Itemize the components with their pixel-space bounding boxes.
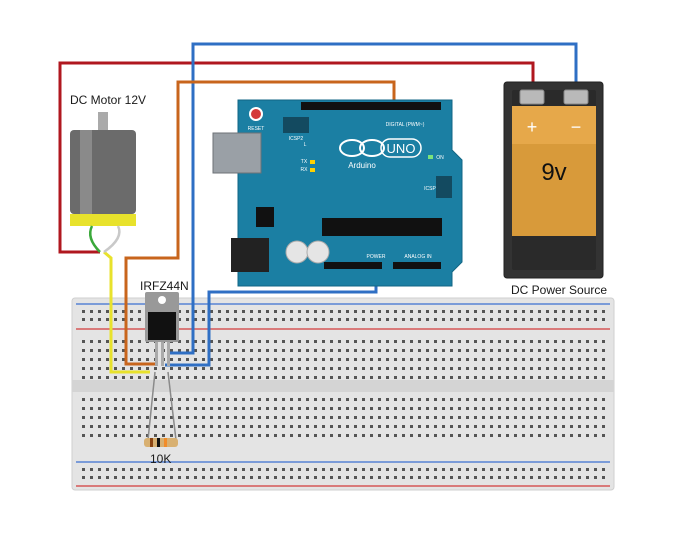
- orange-wire: [124, 80, 396, 366]
- red-wire: [58, 61, 535, 254]
- l-label: L: [304, 142, 307, 148]
- motor-label: DC Motor 12V: [70, 93, 147, 107]
- dc-motor: [70, 112, 136, 254]
- analog-label: ANALOG IN: [404, 254, 432, 260]
- arduino-board: UNO Arduino RESET ICSP2 ICSP DIGITAL (PW…: [212, 99, 463, 287]
- yellow-wire: [103, 250, 150, 374]
- battery-plus: +: [527, 117, 538, 137]
- rx-label: RX: [301, 167, 309, 173]
- uno-text: UNO: [387, 141, 416, 156]
- digital-label: DIGITAL (PWM~): [386, 122, 425, 128]
- on-label: ON: [436, 155, 444, 161]
- tx-label: TX: [301, 159, 308, 165]
- icsp2-label: ICSP2: [289, 136, 304, 142]
- power-label: POWER: [367, 254, 386, 260]
- reset-label: RESET: [248, 126, 265, 132]
- battery-minus: −: [571, 117, 582, 137]
- mosfet-irfz44n: [145, 292, 179, 366]
- icsp-label: ICSP: [424, 186, 436, 192]
- mosfet-label: IRFZ44N: [140, 279, 189, 293]
- resistor-10k: [144, 371, 178, 447]
- arduino-text: Arduino: [348, 161, 376, 170]
- arduino-logo: [339, 139, 385, 157]
- battery: + − 9v: [503, 81, 604, 279]
- blue-wire-battery: [170, 42, 578, 355]
- resistor-label: 10K: [150, 452, 172, 466]
- battery-voltage: 9v: [541, 159, 566, 186]
- power-source-label: DC Power Source: [511, 283, 608, 297]
